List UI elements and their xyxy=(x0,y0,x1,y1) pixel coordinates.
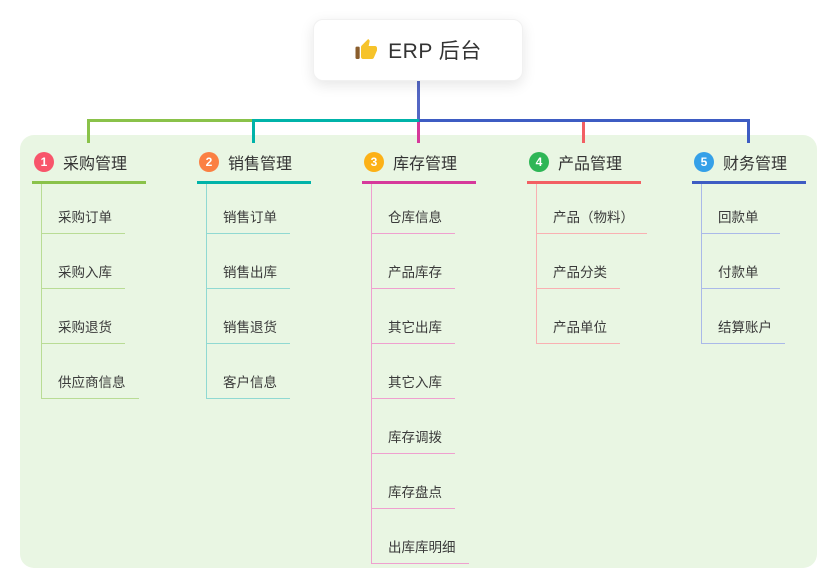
branch-1-drop-line xyxy=(87,119,90,143)
root-node[interactable]: ERP 后台 xyxy=(313,19,523,81)
mindmap-item[interactable]: 供应商信息 xyxy=(42,344,139,399)
mindmap-item[interactable]: 产品（物料） xyxy=(537,184,647,234)
connector-right-segment xyxy=(419,119,750,122)
mindmap-item[interactable]: 产品分类 xyxy=(537,234,620,289)
branch-label: 产品管理 xyxy=(558,156,623,173)
branch-sales-items: 销售订单 销售出库 销售退货 客户信息 xyxy=(206,184,327,399)
branch-number-badge: 1 xyxy=(34,152,54,172)
mindmap-item[interactable]: 销售出库 xyxy=(207,234,290,289)
branch-inventory: 3 库存管理 仓库信息 产品库存 其它出库 其它入库 库存调拨 库存盘点 出库库… xyxy=(362,148,492,564)
branch-product-header[interactable]: 4 产品管理 xyxy=(527,148,641,184)
mindmap-item[interactable]: 付款单 xyxy=(702,234,780,289)
branch-number-badge: 5 xyxy=(694,152,714,172)
branch-product-items: 产品（物料） 产品分类 产品单位 xyxy=(536,184,657,344)
mindmap-item[interactable]: 库存盘点 xyxy=(372,454,455,509)
root-connector-line xyxy=(417,81,420,120)
branch-purchase: 1 采购管理 采购订单 采购入库 采购退货 供应商信息 xyxy=(32,148,162,399)
branch-label: 采购管理 xyxy=(63,156,128,173)
branch-label: 财务管理 xyxy=(723,156,788,173)
root-title: ERP 后台 xyxy=(388,40,482,63)
branch-inventory-header[interactable]: 3 库存管理 xyxy=(362,148,476,184)
mindmap-item[interactable]: 结算账户 xyxy=(702,289,785,344)
mindmap-item[interactable]: 其它出库 xyxy=(372,289,455,344)
branch-3-drop-line xyxy=(417,122,420,143)
branch-product: 4 产品管理 产品（物料） 产品分类 产品单位 xyxy=(527,148,657,344)
mindmap-item[interactable]: 其它入库 xyxy=(372,344,455,399)
branch-inventory-items: 仓库信息 产品库存 其它出库 其它入库 库存调拨 库存盘点 出库库明细 xyxy=(371,184,492,564)
branch-number-badge: 3 xyxy=(364,152,384,172)
branch-sales-header[interactable]: 2 销售管理 xyxy=(197,148,311,184)
mindmap-item[interactable]: 产品库存 xyxy=(372,234,455,289)
mindmap-item[interactable]: 仓库信息 xyxy=(372,184,455,234)
branch-4-drop-line xyxy=(582,122,585,143)
thumbs-up-icon xyxy=(355,39,378,59)
mindmap-item[interactable]: 产品单位 xyxy=(537,289,620,344)
branch-finance-items: 回款单 付款单 结算账户 xyxy=(701,184,822,344)
branch-2-drop-line xyxy=(252,119,255,143)
branch-sales: 2 销售管理 销售订单 销售出库 销售退货 客户信息 xyxy=(197,148,327,399)
mindmap-item[interactable]: 客户信息 xyxy=(207,344,290,399)
connector-middle-segment xyxy=(252,119,419,122)
branch-label: 库存管理 xyxy=(393,156,458,173)
mindmap-item[interactable]: 销售退货 xyxy=(207,289,290,344)
mindmap-item[interactable]: 销售订单 xyxy=(207,184,290,234)
mindmap-item[interactable]: 库存调拨 xyxy=(372,399,455,454)
mindmap-item[interactable]: 出库库明细 xyxy=(372,509,469,564)
mindmap-item[interactable]: 采购入库 xyxy=(42,234,125,289)
branch-label: 销售管理 xyxy=(228,156,293,173)
branch-number-badge: 2 xyxy=(199,152,219,172)
connector-left-segment xyxy=(87,119,253,122)
branch-purchase-header[interactable]: 1 采购管理 xyxy=(32,148,146,184)
branches-background-panel xyxy=(20,135,817,568)
mindmap-item[interactable]: 采购退货 xyxy=(42,289,125,344)
branch-5-drop-line xyxy=(747,119,750,143)
branch-number-badge: 4 xyxy=(529,152,549,172)
mindmap-item[interactable]: 回款单 xyxy=(702,184,780,234)
branch-purchase-items: 采购订单 采购入库 采购退货 供应商信息 xyxy=(41,184,162,399)
branch-finance-header[interactable]: 5 财务管理 xyxy=(692,148,806,184)
mindmap-item[interactable]: 采购订单 xyxy=(42,184,125,234)
branch-finance: 5 财务管理 回款单 付款单 结算账户 xyxy=(692,148,822,344)
